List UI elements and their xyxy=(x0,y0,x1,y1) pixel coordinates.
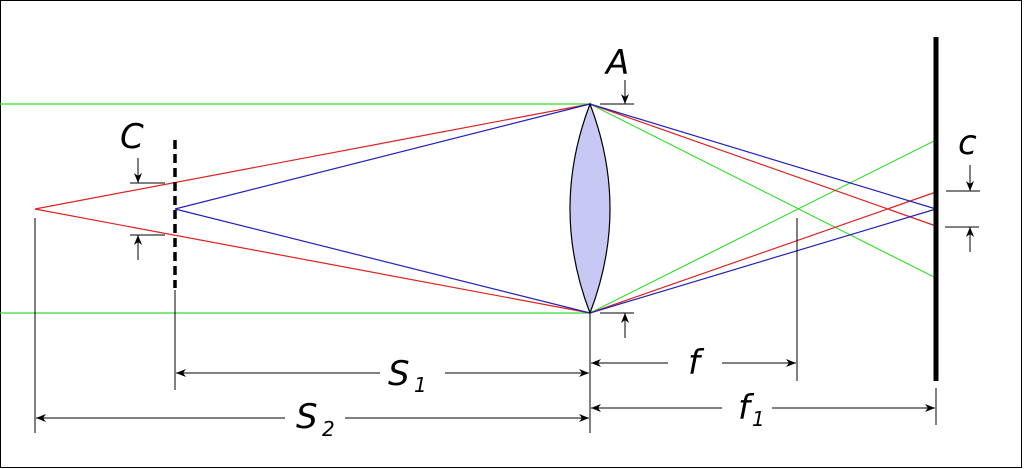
label-c: c xyxy=(958,123,977,163)
label-S1-main: S xyxy=(388,354,410,394)
marker-arrows xyxy=(134,80,974,338)
label-S1-sub: 1 xyxy=(414,373,427,397)
label-S2-sub: 2 xyxy=(322,417,335,441)
blue-rays xyxy=(174,103,937,314)
label-A: A xyxy=(604,43,629,83)
label-S1: S 1 xyxy=(388,354,427,397)
green-rays xyxy=(0,103,937,314)
label-C: C xyxy=(120,117,144,157)
label-S2: S 2 xyxy=(296,397,335,441)
label-S2-main: S xyxy=(296,397,318,437)
dimension-lines xyxy=(36,359,935,422)
extension-lines xyxy=(34,103,980,433)
label-f1-sub: 1 xyxy=(752,407,765,431)
red-rays xyxy=(34,103,937,314)
